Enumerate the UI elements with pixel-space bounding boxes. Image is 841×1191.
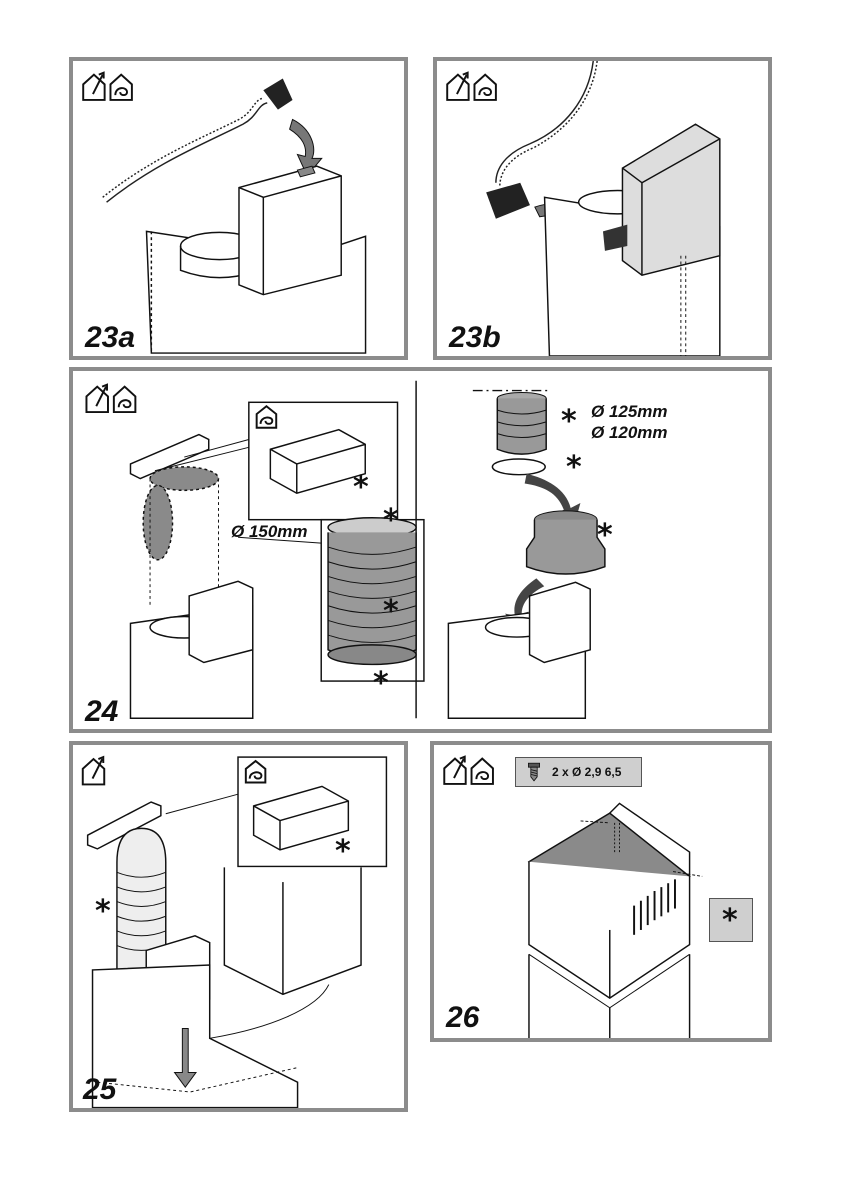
asterisk-24-inset: *	[353, 473, 369, 503]
asterisk-24-right-clamp: *	[566, 453, 582, 483]
asterisk-24-duct-mid: *	[383, 597, 399, 627]
asterisk-25-inset: *	[335, 837, 351, 867]
step-number-26: 26	[446, 1003, 479, 1033]
asterisk-26: *	[722, 906, 738, 936]
illustration-26	[434, 745, 768, 1038]
ducted-extraction-icon	[444, 757, 465, 784]
step-number-23b: 23b	[449, 323, 501, 353]
asterisk-24-duct-bottom: *	[373, 669, 389, 699]
ducted-extraction-icon	[447, 73, 468, 100]
recirculation-icon	[114, 387, 136, 412]
screw-spec-box: 2 x Ø 2,9 6,5	[515, 757, 642, 787]
recirculation-icon	[474, 75, 495, 100]
asterisk-24-right-reducer: *	[597, 521, 613, 551]
recirculation-icon	[110, 75, 131, 100]
asterisk-box-26: *	[709, 898, 753, 942]
ducted-extraction-icon	[86, 385, 108, 412]
diameter-150-label: Ø 150mm	[231, 522, 308, 542]
step-number-24: 24	[85, 697, 118, 727]
asterisk-24-duct-top: *	[383, 506, 399, 536]
step-number-25: 25	[83, 1075, 116, 1105]
panel-23b: 23b	[433, 57, 772, 360]
asterisk-24-right-duct: *	[561, 407, 577, 437]
flexible-duct-150	[328, 518, 416, 665]
screw-spec-text: 2 x Ø 2,9 6,5	[552, 765, 621, 779]
asterisk-25-duct: *	[95, 897, 111, 927]
panel-24: 24 Ø 150mm Ø 125mm Ø 120mm * * * * * * *	[69, 367, 772, 733]
screw-icon	[526, 761, 542, 783]
reducer	[527, 511, 605, 574]
illustration-23b	[437, 61, 768, 356]
ducted-extraction-icon	[83, 757, 104, 784]
step-number-23a: 23a	[85, 323, 135, 353]
recirculation-icon	[472, 759, 493, 784]
illustration-25	[73, 745, 404, 1108]
diameter-125-label: Ø 125mm	[591, 402, 668, 422]
panel-25: 25 * *	[69, 741, 408, 1112]
illustration-23a	[73, 61, 404, 356]
ducted-extraction-icon	[83, 73, 104, 100]
diameter-120-label: Ø 120mm	[591, 423, 668, 443]
flexible-duct-125	[497, 393, 546, 455]
panel-23a: 23a	[69, 57, 408, 360]
